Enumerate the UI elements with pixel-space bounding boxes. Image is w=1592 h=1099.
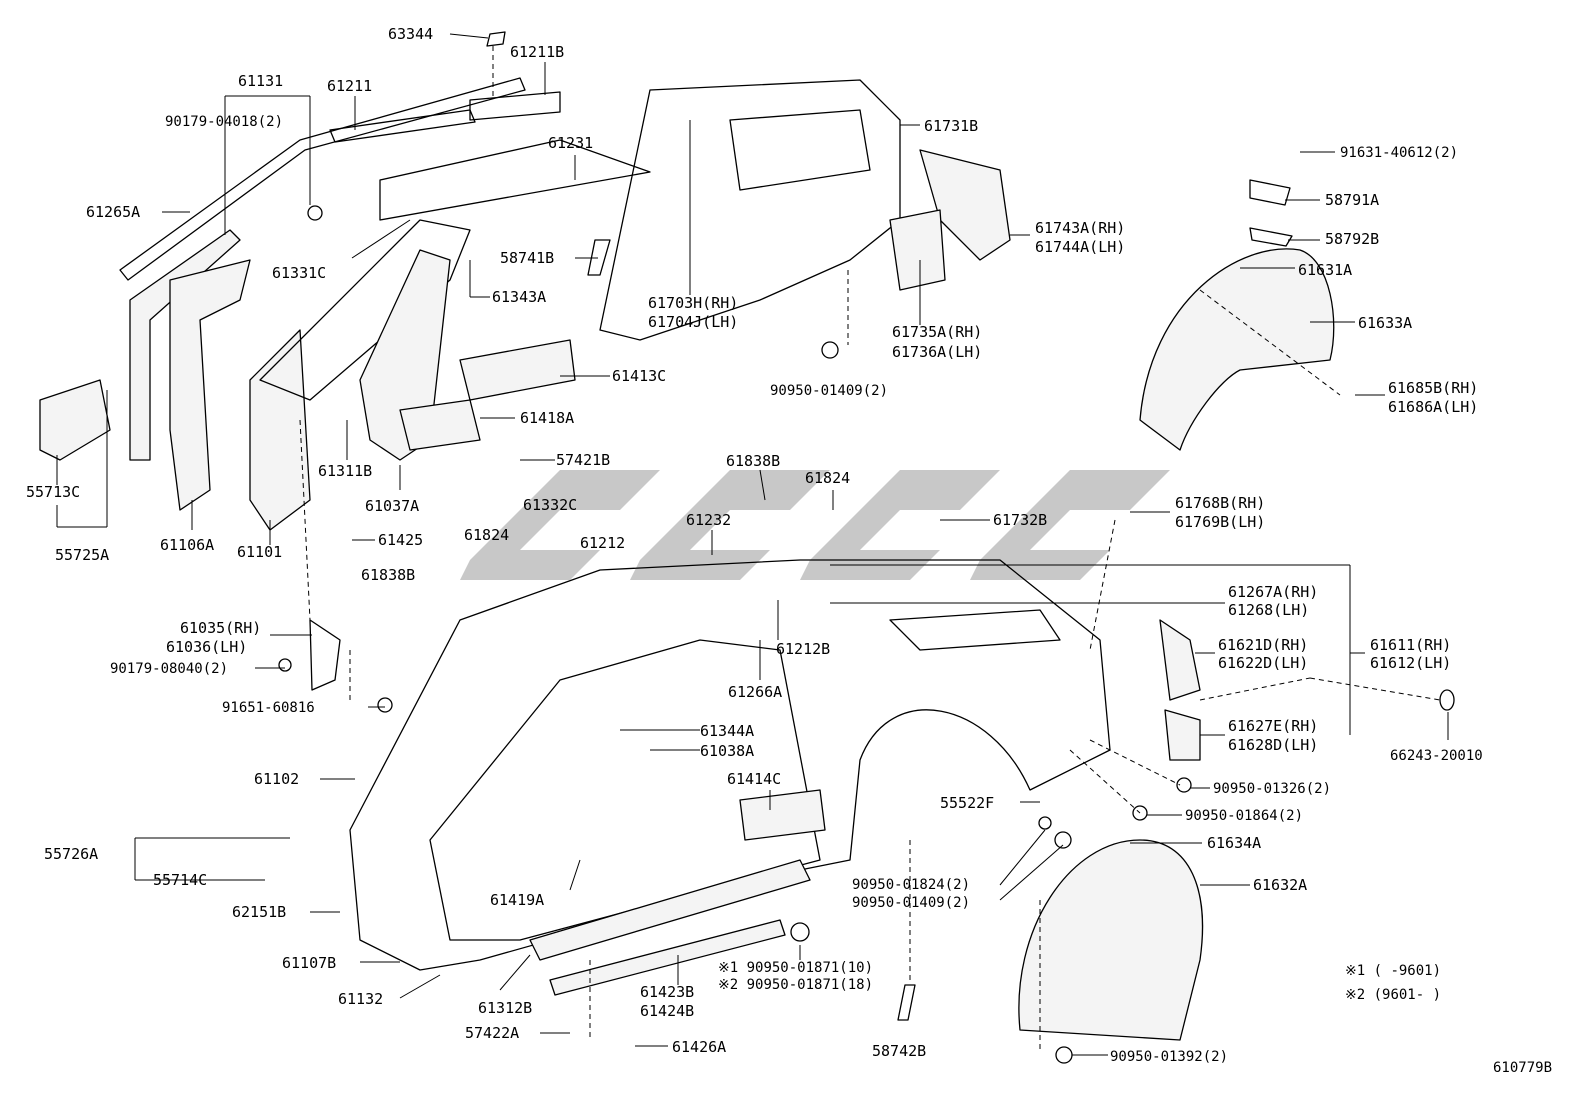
part-label: 61312B — [478, 999, 532, 1017]
part-label: 61132 — [338, 990, 383, 1008]
part-label: 61628D(LH) — [1228, 736, 1318, 754]
part-label: 90950-01824(2) — [852, 877, 970, 893]
part-label: 61731B — [924, 117, 978, 135]
part-label: 55725A — [55, 546, 109, 564]
part-label: 61732B — [993, 511, 1047, 529]
part-label: 61036(LH) — [166, 638, 247, 656]
part-label: 55522F — [940, 794, 994, 812]
drawing-id: 610779B — [1493, 1060, 1552, 1076]
part-label: 61102 — [254, 770, 299, 788]
part-label: 91651-60816 — [222, 700, 315, 716]
part-label: 90950-01326(2) — [1213, 781, 1331, 797]
part-label: 61101 — [237, 543, 282, 561]
part-label: 58791A — [1325, 191, 1379, 209]
part-label: 58792B — [1325, 230, 1379, 248]
part-label: 58742B — [872, 1042, 926, 1060]
part-label: 61425 — [378, 531, 423, 549]
part-label: 61633A — [1358, 314, 1412, 332]
part-label: 61621D(RH) — [1218, 636, 1308, 654]
part-label: 61232 — [686, 511, 731, 529]
part-label: 61231 — [548, 134, 593, 152]
part-label: 61211B — [510, 43, 564, 61]
note-line-2: ※2 (9601- ) — [1345, 987, 1441, 1003]
part-label: 61344A — [700, 722, 754, 740]
part-label: 61769B(LH) — [1175, 513, 1265, 531]
part-label: 61332C — [523, 496, 577, 514]
part-label: 61037A — [365, 497, 419, 515]
part-label: 61266A — [728, 683, 782, 701]
part-label: 61413C — [612, 367, 666, 385]
part-sketches — [39, 31, 1455, 1064]
part-label: ※1 90950-01871(10) — [718, 960, 873, 976]
part-label: 91631-40612(2) — [1340, 145, 1458, 161]
part-label: 55713C — [26, 483, 80, 501]
part-label: 55714C — [153, 871, 207, 889]
part-label: 61268(LH) — [1228, 601, 1309, 619]
part-label: 66243-20010 — [1390, 748, 1483, 764]
part-label: 61212B — [776, 640, 830, 658]
part-label: 61631A — [1298, 261, 1352, 279]
part-label: 61838B — [361, 566, 415, 584]
part-label: 61768B(RH) — [1175, 494, 1265, 512]
part-label: 61685B(RH) — [1388, 379, 1478, 397]
part-label: 61131 — [238, 72, 283, 90]
part-label: 61035(RH) — [180, 619, 261, 637]
part-label: 61611(RH) — [1370, 636, 1451, 654]
part-label: 61265A — [86, 203, 140, 221]
part-label: 61267A(RH) — [1228, 583, 1318, 601]
watermark-logo — [460, 470, 1170, 580]
part-label: 58741B — [500, 249, 554, 267]
part-label: 90950-01864(2) — [1185, 808, 1303, 824]
part-label: 61686A(LH) — [1388, 398, 1478, 416]
part-label: 61735A(RH) — [892, 323, 982, 341]
part-label: 61426A — [672, 1038, 726, 1056]
part-label: 61212 — [580, 534, 625, 552]
part-label: 61423B — [640, 983, 694, 1001]
part-label: 61038A — [700, 742, 754, 760]
part-label: ※2 90950-01871(18) — [718, 977, 873, 993]
part-label: 90950-01409(2) — [852, 895, 970, 911]
part-label: 61311B — [318, 462, 372, 480]
part-labels: 63344 61211B 61131 61211 90179-04018(2) … — [26, 25, 1552, 1076]
part-label: 61424B — [640, 1002, 694, 1020]
part-label: 61106A — [160, 536, 214, 554]
part-label: 61634A — [1207, 834, 1261, 852]
part-label: 61627E(RH) — [1228, 717, 1318, 735]
part-label: 61838B — [726, 452, 780, 470]
part-label: 61743A(RH) — [1035, 219, 1125, 237]
leader-lines — [56, 33, 1449, 1056]
part-label: 61414C — [727, 770, 781, 788]
part-label: 90950-01392(2) — [1110, 1049, 1228, 1065]
part-label: 61632A — [1253, 876, 1307, 894]
part-label: 61211 — [327, 77, 372, 95]
part-label: 61703H(RH) — [648, 294, 738, 312]
note-line-1: ※1 ( -9601) — [1345, 963, 1441, 979]
part-label: 90179-08040(2) — [110, 661, 228, 677]
part-label: 61704J(LH) — [648, 313, 738, 331]
part-label: 61622D(LH) — [1218, 654, 1308, 672]
part-label: 90179-04018(2) — [165, 114, 283, 130]
part-label: 63344 — [388, 25, 433, 43]
part-label: 55726A — [44, 845, 98, 863]
part-label: 61824 — [464, 526, 509, 544]
part-label: 61744A(LH) — [1035, 238, 1125, 256]
part-label: 61612(LH) — [1370, 654, 1451, 672]
part-label: 61343A — [492, 288, 546, 306]
part-label: 61824 — [805, 469, 850, 487]
part-label: 57421B — [556, 451, 610, 469]
part-label: 61736A(LH) — [892, 343, 982, 361]
part-label: 90950-01409(2) — [770, 383, 888, 399]
part-label: 61418A — [520, 409, 574, 427]
part-label: 61331C — [272, 264, 326, 282]
part-label: 61107B — [282, 954, 336, 972]
part-label: 57422A — [465, 1024, 519, 1042]
part-label: 61419A — [490, 891, 544, 909]
part-label: 62151B — [232, 903, 286, 921]
